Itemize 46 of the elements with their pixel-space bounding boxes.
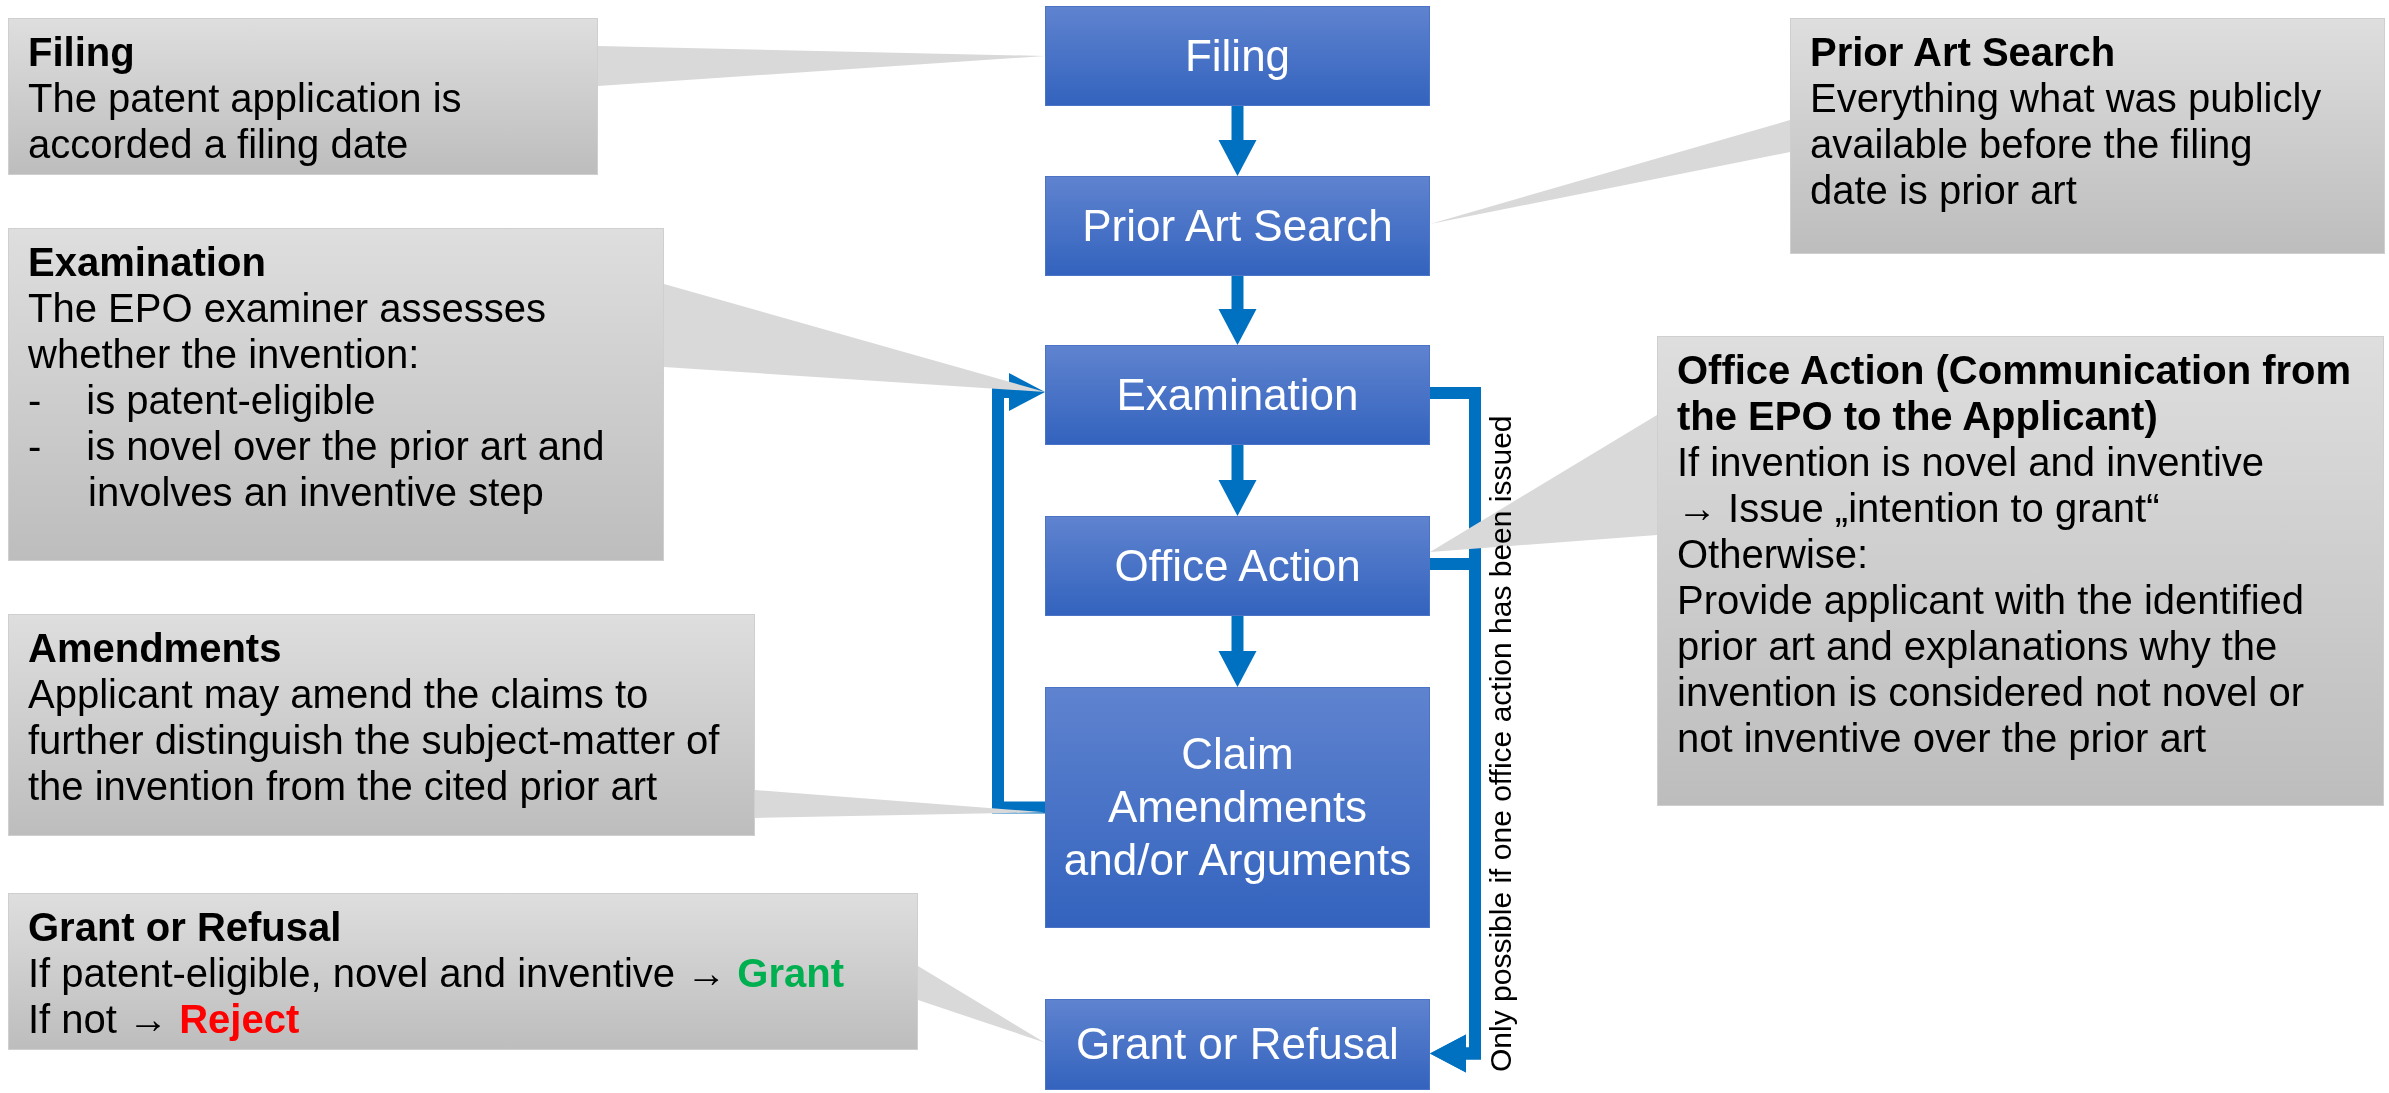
arrow — [1218, 106, 1257, 176]
callout-text: → Issue „intention to grant“ — [1677, 485, 2161, 531]
callout-box — [8, 18, 598, 175]
callout-text: Otherwise: — [1677, 531, 1870, 577]
process-label: Claim Amendments and/or Arguments — [1062, 728, 1413, 886]
callout-heading: Examination — [28, 239, 267, 285]
callout-heading: Amendments — [28, 625, 283, 671]
process-label: Examination — [1116, 368, 1359, 421]
arrow — [992, 373, 1045, 814]
process-label: Office Action — [1114, 539, 1361, 592]
callout-heading: Prior Art Search — [1810, 29, 2117, 75]
process-label: Prior Art Search — [1082, 199, 1393, 252]
process-label: Filing — [1184, 29, 1291, 82]
callout-box — [1790, 18, 2385, 254]
process-box — [1045, 6, 1430, 106]
callout-text: - is novel over the prior art and involves an inventive step — [28, 423, 606, 515]
edge-note: Only possible if one office action has been issued — [1484, 415, 1518, 1072]
callout-box — [8, 893, 918, 1050]
callout-heading: Office Action (Communication from the EPO to the Applicant) — [1677, 347, 2353, 439]
callout-text: - is patent-eligible — [28, 377, 377, 423]
callout-text: If not → Reject — [28, 996, 301, 1042]
callout-text: If invention is novel and inventive — [1677, 439, 2266, 485]
process-box — [1045, 176, 1430, 276]
callout-box — [8, 614, 755, 836]
process-box — [1045, 687, 1430, 928]
arrow — [1218, 616, 1257, 687]
process-box — [1045, 345, 1430, 445]
callout-box — [8, 228, 664, 561]
callout-heading: Grant or Refusal — [28, 904, 343, 950]
process-box — [1045, 516, 1430, 616]
callout-box — [1657, 336, 2384, 806]
arrow — [1218, 445, 1257, 516]
callout-pointer — [664, 284, 1045, 392]
callout-text: The EPO examiner assesses whether the invention: — [28, 285, 547, 377]
callout-heading: Filing — [28, 29, 136, 75]
process-box — [1045, 999, 1430, 1090]
arrow — [1218, 276, 1257, 345]
process-label: Grant or Refusal — [1076, 1018, 1399, 1071]
callout-pointer — [918, 966, 1045, 1043]
callout-pointer — [1430, 415, 1657, 552]
callout-text: The patent application is accorded a filing date — [28, 75, 463, 167]
callout-text: Applicant may amend the claims to further distinguish the subject-matter of the invention from the cited prior art — [28, 671, 721, 809]
callout-text: Provide applicant with the identified prior art and explanations why the invention is considered not novel or not inventive over the prior art — [1677, 577, 2306, 761]
arrow — [1430, 558, 1481, 1073]
callout-text: Everything what was publicly available before the filing date is prior art — [1810, 75, 2323, 213]
callout-text: If patent-eligible, novel and inventive → Grant — [28, 950, 845, 996]
